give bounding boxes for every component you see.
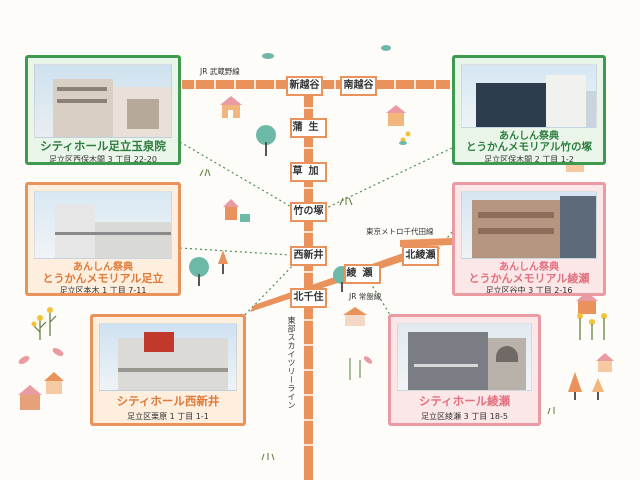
tree-icon: [189, 257, 209, 286]
venue-prefix: あんしん祭典: [73, 262, 133, 273]
venue-card-takenotsuka[interactable]: あんしん祭典 とうかんメモリアル竹の塚 足立区保木間 2 丁目 1-2: [452, 55, 606, 165]
station-ayase[interactable]: 綾瀬: [344, 264, 381, 284]
tree-icon: [592, 378, 604, 400]
house-icon: [240, 214, 250, 222]
station-kitaayase[interactable]: 北綾瀬: [402, 246, 439, 266]
venue-photo: [461, 191, 597, 259]
tree-icon: [218, 250, 228, 274]
venue-address: 足立区西保木間 3 丁目 22-20: [49, 155, 157, 164]
tree-icon: [256, 125, 276, 156]
flower-icon: [579, 318, 605, 340]
venue-title: とうかんメモリアル竹の塚: [466, 141, 592, 153]
musashino-ties: [194, 80, 436, 89]
leaf-icon: [18, 348, 373, 364]
venue-photo: [397, 323, 532, 391]
station-takenotsuka[interactable]: 竹の塚: [290, 202, 327, 222]
house-icon: [223, 199, 239, 220]
venue-address: 足立区本木 1 丁目 7-11: [59, 286, 147, 295]
joban-line: [250, 250, 416, 312]
venue-title: シティホール綾瀬: [418, 394, 511, 408]
venue-title: シティホール西新井: [116, 394, 220, 408]
house-icon: [18, 385, 42, 410]
chiyoda-line: [400, 238, 452, 247]
house-icon: [576, 292, 598, 314]
venue-card-tamazumiin[interactable]: シティホール足立玉泉院 足立区西保木間 3 丁目 22-20: [25, 55, 181, 165]
venue-address: 足立区保木間 2 丁目 1-2: [484, 155, 574, 164]
venue-prefix: あんしん祭典: [499, 262, 559, 273]
chiyoda-line-label: 東京メトロ千代田線: [366, 227, 434, 236]
venue-address: 足立区栗原 1 丁目 1-1: [127, 412, 209, 421]
flower-icon: [33, 312, 57, 340]
leaf-icon: [262, 45, 407, 145]
venue-photo: [34, 64, 172, 138]
venue-title: シティホール足立玉泉院: [40, 139, 166, 153]
connector-ayase-hall: [369, 281, 393, 319]
connector-takenotsuka: [317, 147, 453, 213]
skytree-ties: [304, 107, 313, 446]
joban-line-label: JR 常盤線: [349, 292, 382, 301]
station-nishiarai[interactable]: 西新井: [290, 246, 327, 266]
station-minamikoshigaya[interactable]: 南越谷: [340, 76, 377, 96]
skytree-line-label: 東部スカイツリーライン: [287, 316, 296, 410]
venue-card-ayase-hall[interactable]: シティホール綾瀬 足立区綾瀬 3 丁目 18-5: [388, 314, 541, 426]
venue-prefix: あんしん祭典: [499, 131, 559, 142]
venue-address: 足立区綾瀬 3 丁目 18-5: [421, 412, 508, 421]
station-gamo[interactable]: 蒲生: [290, 118, 327, 138]
musashino-line-label: JR 武蔵野線: [200, 67, 240, 76]
connector-adachi: [179, 247, 291, 256]
house-icon: [596, 353, 614, 372]
station-kitasenju[interactable]: 北千住: [290, 288, 327, 308]
house-icon: [343, 307, 367, 326]
venue-card-adachi[interactable]: あんしん祭典 とうかんメモリアル足立 足立区本木 1 丁目 7-11: [25, 182, 181, 296]
venue-card-ayase[interactable]: あんしん祭典 とうかんメモリアル綾瀬 足立区谷中 3 丁目 2-16: [452, 182, 606, 296]
venue-photo: [99, 323, 237, 391]
house-icon: [386, 105, 406, 126]
venue-photo: [34, 191, 172, 259]
venue-title: とうかんメモリアル綾瀬: [468, 272, 590, 285]
venue-address: 足立区谷中 3 丁目 2-16: [485, 286, 573, 295]
station-soka[interactable]: 草加: [290, 162, 327, 182]
station-shinkoshigaya[interactable]: 新越谷: [286, 76, 323, 96]
connector-tamazumiin: [179, 141, 301, 213]
venue-card-nishiarai[interactable]: シティホール西新井 足立区栗原 1 丁目 1-1: [90, 314, 246, 426]
venue-photo: [461, 64, 597, 128]
grass-icon: [199, 168, 555, 461]
tree-icon: [568, 372, 582, 400]
house-icon: [220, 96, 242, 118]
venue-title: とうかんメモリアル足立: [42, 272, 164, 285]
skytree-line: [304, 78, 313, 480]
house-icon: [44, 372, 64, 394]
